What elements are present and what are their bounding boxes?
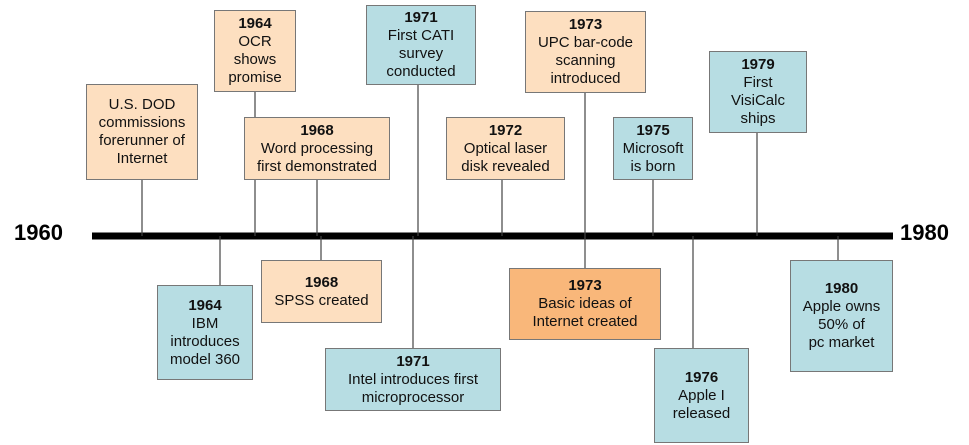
event-description: First VisiCalc ships [731, 74, 785, 127]
start-year-label: 1960 [14, 220, 63, 245]
event-year: 1979 [741, 56, 775, 73]
event-year: 1968 [300, 121, 334, 139]
event-year: 1971 [396, 352, 430, 370]
event-box: U.S. DOD commissions forerunner of Inter… [86, 84, 198, 180]
event-description: SPSS created [274, 291, 369, 309]
event-year: 1964 [188, 296, 222, 314]
end-year-label: 1980 [900, 220, 949, 245]
event-description: Optical laser disk revealed [461, 139, 550, 175]
event-year: 1975 [636, 121, 670, 139]
event-year: 1980 [824, 280, 859, 297]
event-description: Word processing first demonstrated [256, 139, 378, 175]
event-year: 1973 [568, 277, 602, 294]
event-description: Intel introduces first microprocessor [347, 370, 479, 406]
event-description: Apple owns 50% of pc market [802, 298, 881, 351]
event-year: 1973 [568, 16, 603, 33]
event-year: 1964 [238, 15, 272, 32]
event-year: 1968 [304, 273, 339, 291]
event-description: OCR shows promise [228, 33, 282, 86]
event-description: U.S. DOD commissions forerunner of Inter… [98, 96, 186, 167]
event-description: Basic ideas of Internet created [532, 295, 638, 330]
event-year: 1976 [684, 368, 719, 386]
event-year: 1972 [488, 121, 523, 139]
event-description: Apple I released [672, 386, 731, 422]
event-description: Microsoft is born [622, 139, 684, 175]
event-year: 1971 [404, 9, 438, 26]
event-description: IBM introduces model 360 [169, 314, 241, 368]
event-description: First CATI survey conducted [386, 27, 456, 80]
event-description: UPC bar-code scanning introduced [537, 34, 634, 87]
